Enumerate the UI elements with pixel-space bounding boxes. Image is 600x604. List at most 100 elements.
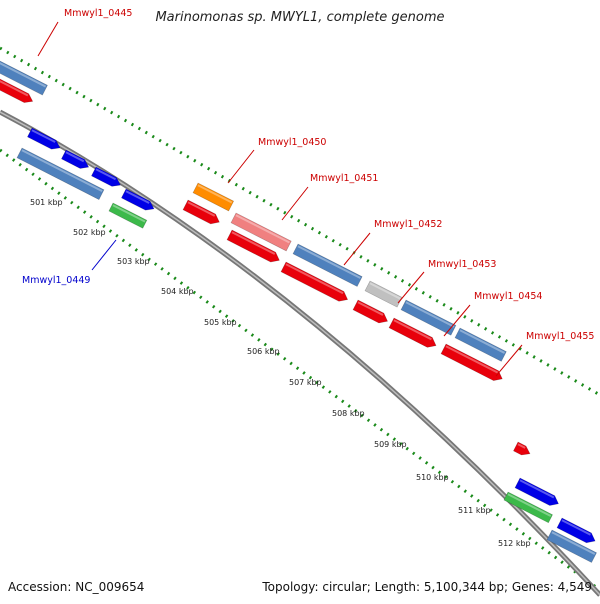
backbone-highlight: [0, 111, 600, 596]
gene-0455: [454, 327, 507, 362]
cds-0454-body: [388, 317, 437, 348]
gene-label: Mmwyl1_0452: [374, 219, 442, 230]
outer-tick-row: [0, 46, 600, 397]
gene-0455-body: [454, 327, 507, 362]
cds-0445: [0, 75, 34, 103]
gene-0445-body: [0, 57, 48, 96]
gene-label: Mmwyl1_0455: [526, 331, 594, 342]
cds-0449-blue: [121, 188, 155, 211]
gene-label: Mmwyl1_0453: [428, 259, 496, 270]
cds-0451-shine: [231, 231, 276, 255]
gene-label: Mmwyl1_0445: [64, 8, 132, 19]
kbp-labels: 501 kbp 502 kbp 503 kbp 504 kbp 505 kbp 506 k…: [30, 198, 531, 548]
cds-0457: [514, 477, 559, 506]
map-title: Marinomonas sp. MWYL1, complete genome: [155, 10, 445, 25]
cds-0453-body: [352, 299, 389, 324]
cds-0457-body: [514, 477, 559, 506]
label-leader-line: [443, 304, 471, 337]
cds-0447: [27, 127, 61, 150]
kbp-label: 512 kbp: [498, 539, 531, 548]
gene-0447-0449-shine: [21, 149, 103, 192]
cds-0455-body: [440, 343, 503, 381]
misc-0457-shine: [507, 493, 552, 517]
cds-0454: [388, 317, 437, 348]
misc-0449-body: [108, 202, 148, 229]
kbp-label: 502 kbp: [73, 228, 106, 237]
gene-label: Mmwyl1_0449: [22, 275, 90, 286]
gene-0445: [0, 57, 48, 96]
gene-0447-0449-body: [16, 147, 105, 200]
trna-0450: [192, 182, 235, 212]
pseudo-0453: [364, 280, 403, 308]
kbp-label: 505 kbp: [204, 318, 237, 327]
cds-0448b-body: [91, 166, 121, 187]
gene-labels: Mmwyl1_0445Mmwyl1_0449Mmwyl1_0450Mmwyl1_…: [22, 8, 594, 377]
cds-0456: [513, 441, 531, 456]
kbp-label: 506 kbp: [247, 347, 280, 356]
cds-0449-blue-body: [121, 188, 155, 211]
misc-0449-shine: [112, 204, 146, 223]
cds-0453-shine: [357, 301, 384, 316]
gene-0458-body: [546, 529, 597, 563]
kbp-label: 509 kbp: [374, 440, 407, 449]
cds-0456-body: [513, 441, 531, 456]
gene-0452-shine: [297, 245, 361, 279]
inner-tick-row: [0, 148, 600, 592]
misc-0449: [108, 202, 148, 229]
cds-0455-shine: [445, 345, 499, 374]
gene-0452: [292, 243, 363, 287]
kbp-label: 508 kbp: [332, 409, 365, 418]
cds-0458-shine: [561, 519, 591, 536]
kbp-label: 504 kbp: [161, 287, 194, 296]
cds-0451: [226, 229, 280, 263]
trna-0450-shine: [197, 184, 233, 204]
feature-blocks: [0, 57, 597, 563]
misc-0457-body: [503, 491, 553, 524]
label-leader-line: [495, 344, 523, 377]
cds-0450-shine: [187, 201, 216, 217]
rrna-0451-body: [230, 212, 292, 252]
pseudo-0453-body: [364, 280, 403, 308]
gene-label: Mmwyl1_0451: [310, 173, 378, 184]
label-leader-line: [91, 239, 117, 271]
gene-0445-shine: [0, 59, 47, 88]
cds-0456-shine: [517, 443, 526, 449]
cds-0451-body: [226, 229, 280, 263]
gene-0452-body: [292, 243, 363, 287]
label-leader-line: [343, 232, 371, 266]
cds-0447-body: [27, 127, 61, 150]
trna-0450-body: [192, 182, 235, 212]
tick-marks: [0, 46, 600, 592]
gene-0458: [546, 529, 597, 563]
gene-0447-0449: [16, 147, 105, 200]
gene-0458-shine: [551, 531, 596, 555]
kbp-label: 501 kbp: [30, 198, 63, 207]
label-leader-line: [227, 149, 255, 184]
cds-0448-body: [61, 149, 90, 169]
cds-0445-body: [0, 75, 34, 103]
kbp-label: 507 kbp: [289, 378, 322, 387]
cds-0447-shine: [31, 129, 56, 143]
cds-0448-shine: [65, 151, 85, 163]
cds-0457-shine: [519, 479, 555, 499]
cds-0458: [556, 517, 596, 544]
kbp-label: 503 kbp: [117, 257, 150, 266]
pseudo-0453-shine: [369, 282, 401, 300]
gene-0454: [400, 299, 457, 336]
label-leader-line: [397, 271, 425, 304]
label-leader-line: [37, 21, 59, 57]
rrna-0451-shine: [235, 214, 290, 244]
topology-text: Topology: circular; Length: 5,100,344 bp…: [262, 580, 592, 594]
cds-0448b-shine: [95, 168, 117, 181]
cds-0448b: [91, 166, 121, 187]
cds-0450-body: [182, 199, 220, 225]
kbp-label: 511 kbp: [458, 506, 491, 515]
gene-0454-shine: [405, 301, 455, 328]
cds-0452-body: [280, 261, 349, 302]
gene-0454-body: [400, 299, 457, 336]
gene-0455-shine: [459, 329, 505, 354]
cds-0458-body: [556, 517, 596, 544]
rrna-0451: [230, 212, 292, 252]
misc-0457: [503, 491, 553, 524]
